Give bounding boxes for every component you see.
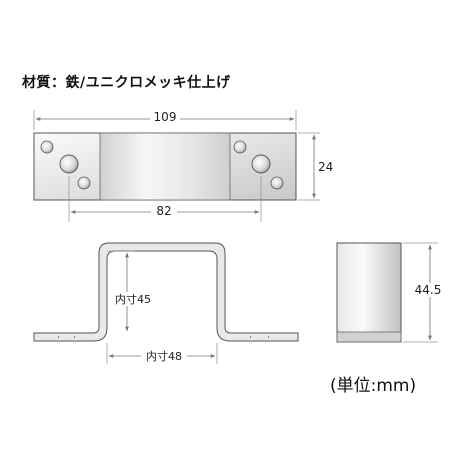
label-backdrop [113,292,155,306]
dim-inner-width: 内寸48 [146,349,182,363]
plate-center-section [99,132,231,201]
dim-width: 24 [318,160,333,174]
dim-total-height: 44.5 [415,283,442,297]
top-view: 109 24 82 [33,110,333,222]
material-label: 材質：鉄/ユニクロメッキ仕上げ [22,75,231,91]
label-backdrop [151,204,177,218]
label-backdrop [141,349,187,363]
small-hole [40,140,54,154]
label-backdrop [150,110,180,124]
side-block [336,242,402,343]
small-hole [77,176,91,190]
mounting-hole [251,154,271,174]
dim-overall-length: 109 [154,110,177,124]
mounting-hole [59,154,79,174]
units-label: (単位:mm) [330,376,417,396]
dim-inner-height: 内寸45 [115,292,151,306]
flange-tick-marks [58,336,269,338]
side-flange [336,331,402,343]
bracket-profile [33,242,299,342]
small-hole [270,176,284,190]
label-backdrop [410,283,446,297]
front-view: 内寸45 内寸48 [33,242,299,364]
small-hole [233,140,247,154]
side-view: 44.5 [336,242,446,343]
dim-hole-pitch: 82 [156,204,171,218]
